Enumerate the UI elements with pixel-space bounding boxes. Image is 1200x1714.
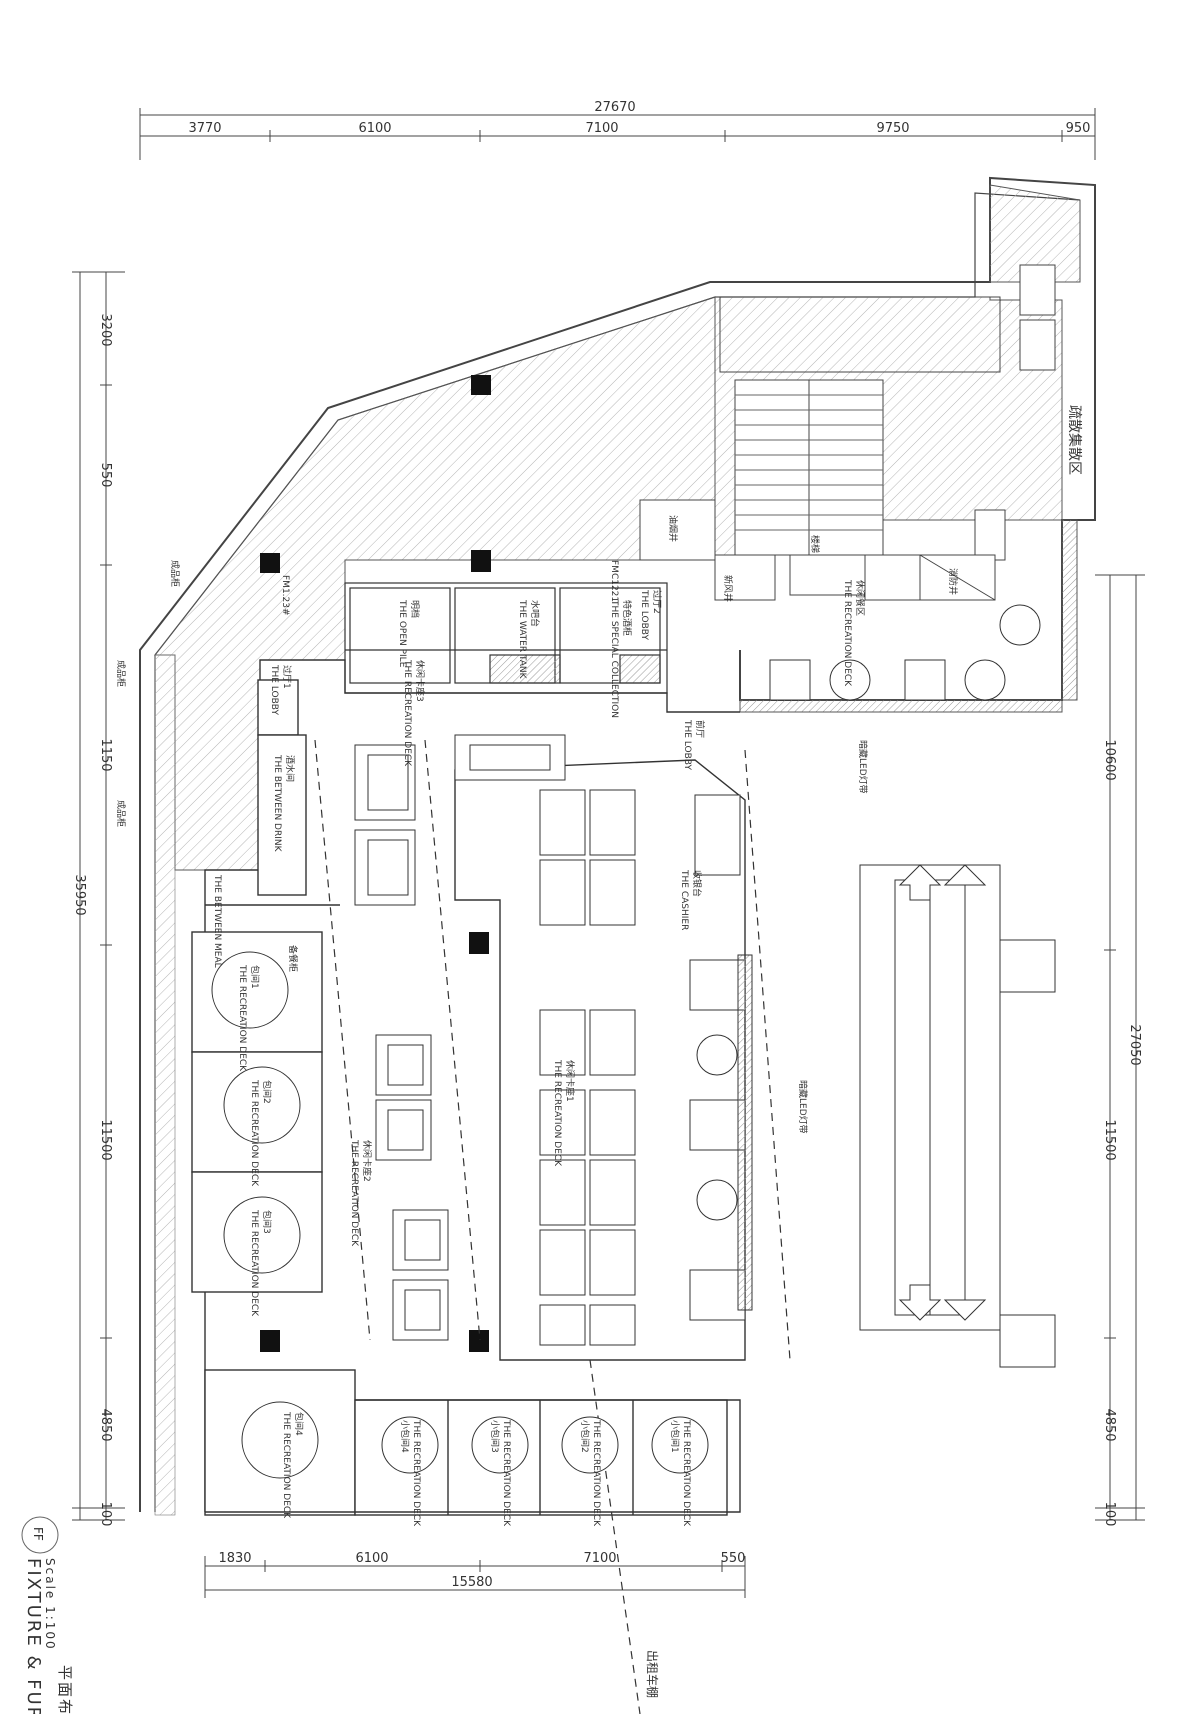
dimensions-left [72, 271, 125, 1521]
dim-top-seg-2: 6100 [358, 121, 391, 136]
label-lobby1-cn: 过厅1 [281, 665, 293, 689]
label-fire-cn: 消防井 [947, 568, 959, 595]
label-room2-cn: 包间2 [261, 1080, 273, 1104]
label-room2: THE RECREATION DECK [249, 1079, 259, 1187]
dim-left-seg-1: 3200 [98, 313, 113, 346]
label-small-room4: THE RECREATION DECK [411, 1419, 421, 1527]
dim-top-seg-5: 950 [1066, 121, 1091, 136]
label-cashier-cn: 收银台 [691, 870, 703, 897]
dim-right-seg-3: 4850 [1102, 1408, 1117, 1441]
label-recreation-deck-1-cn: 休闲卡座1 [564, 1060, 576, 1102]
label-recreation-deck-2-cn: 休闲卡座2 [361, 1140, 373, 1182]
dimensions-bottom [204, 1556, 746, 1598]
label-small-room4-cn: 小包间4 [399, 1420, 411, 1453]
dim-left-seg-5: 4850 [98, 1408, 113, 1441]
stair-core [639, 264, 1056, 601]
dim-bottom-seg-3: 7100 [583, 1551, 616, 1566]
dim-bottom-seg-4: 550 [721, 1551, 746, 1566]
dim-top-seg-4: 9750 [876, 121, 909, 136]
label-led2-cn: 暗藏LED灯带 [797, 1080, 809, 1134]
dim-left-seg-2: 550 [98, 463, 113, 488]
dim-left-seg-3: 1150 [98, 738, 113, 771]
dim-left-seg-6: 100 [98, 1502, 113, 1527]
label-pillar3-cn: 成品柜 [115, 800, 127, 827]
label-recreation-deck-2: THE RECREATION DECK [349, 1139, 359, 1247]
label-water-tank-cn: 水吧台 [529, 600, 541, 627]
private-room-tables [211, 951, 709, 1479]
escalator [859, 864, 1056, 1368]
label-room3-cn: 包间3 [261, 1210, 273, 1234]
dim-bottom-total: 15580 [451, 1575, 492, 1590]
label-lobby1: THE LOBBY [269, 664, 279, 715]
title-badge: FF [31, 1527, 45, 1541]
label-between-drink-cn: 酒水间 [284, 755, 296, 782]
label-oil-well-cn: 油烟井 [667, 515, 679, 542]
label-special-collection-cn: 特色酒柜 [621, 600, 633, 636]
label-pillar2-cn: 成品柜 [115, 660, 127, 687]
label-small-room1-cn: 小包间1 [669, 1420, 681, 1453]
label-small-room2: THE RECREATION DECK [591, 1419, 601, 1527]
label-escalator-cn: 疏散集散区 [1066, 405, 1083, 475]
label-led-cn: 暗藏LED灯带 [857, 740, 869, 794]
drawing-title: FIXTURE & FUR [23, 1558, 44, 1714]
label-special-collection: THE SPECIAL COLLECTION [609, 599, 619, 718]
dim-left-total: 35950 [72, 874, 87, 915]
aisle-booths [354, 734, 566, 1341]
label-recreation-deck-1: THE RECREATION DECK [552, 1059, 562, 1167]
label-open-pile: THE OPEN PILE [397, 599, 407, 668]
dim-top-seg-3: 7100 [585, 121, 618, 136]
label-recreation-area-cn: 休闲餐区 [854, 580, 866, 616]
label-cashier: THE CASHIER [679, 869, 689, 930]
drawing-scale: Scale 1:100 [43, 1558, 57, 1651]
label-room1: THE RECREATION DECK [237, 964, 247, 1072]
dim-bottom-seg-1: 1830 [218, 1551, 251, 1566]
label-small-room1: THE RECREATION DECK [681, 1419, 691, 1527]
label-between-meal: THE BETWEEN MEAL [212, 874, 222, 968]
label-recreation-deck-3: THE RECREATION DECK [402, 659, 412, 767]
dim-top-seg-1: 3770 [188, 121, 221, 136]
dim-right-seg-2: 11500 [1102, 1119, 1117, 1160]
dim-right-total: 27050 [1127, 1024, 1142, 1065]
label-lobby2-cn: 过厅2 [651, 590, 663, 614]
dimensions-top [139, 108, 1096, 160]
label-lobby: THE LOBBY [682, 719, 692, 770]
label-lobby2: THE LOBBY [639, 589, 649, 640]
dim-left-seg-4: 11500 [98, 1119, 113, 1160]
central-booths [539, 789, 636, 1346]
title-block: FF FIXTURE & FUR Scale 1:100 平面布 [21, 1516, 74, 1714]
label-open-pile-cn: 明档 [409, 600, 421, 618]
label-waiter-cn: 备餐柜 [287, 945, 299, 972]
label-entrance-cn: 出租车棚 [645, 1650, 660, 1698]
right-table-column [689, 794, 753, 1321]
label-recreation-deck-3-cn: 休闲卡座3 [414, 660, 426, 702]
label-room1-cn: 包间1 [249, 965, 261, 989]
label-fm2: FMC1221 [609, 560, 619, 602]
label-between-drink: THE BETWEEN DRINK [272, 754, 282, 853]
label-small-room3: THE RECREATION DECK [501, 1419, 511, 1527]
service-strip [344, 582, 668, 694]
label-room4: THE RECREATION DECK [281, 1411, 291, 1519]
label-pillar-cn: 成品柜 [169, 560, 181, 587]
label-recreation-area: THE RECREATION DECK [842, 579, 852, 687]
upper-right-dining [769, 604, 1041, 701]
dimensions-right [1095, 574, 1145, 1521]
label-stair-cn: 楼梯 [809, 535, 821, 553]
label-small-room2-cn: 小包间2 [579, 1420, 591, 1453]
label-water-tank: THE WATER TANK [517, 599, 527, 680]
dim-bottom-seg-2: 6100 [355, 1551, 388, 1566]
label-fm1: FM1.23# [280, 575, 290, 616]
dim-right-seg-4: 100 [1102, 1502, 1117, 1527]
label-small-room3-cn: 小包间3 [489, 1420, 501, 1453]
label-vent-cn: 新风井 [722, 575, 734, 602]
label-room3: THE RECREATION DECK [249, 1209, 259, 1317]
label-lobby-cn: 前厅 [694, 720, 706, 738]
label-room4-cn: 包间4 [293, 1412, 305, 1436]
dim-right-seg-1: 10600 [1102, 739, 1117, 780]
dim-top-total: 27670 [594, 100, 635, 115]
drawing-title-cn: 平面布 [56, 1665, 74, 1714]
